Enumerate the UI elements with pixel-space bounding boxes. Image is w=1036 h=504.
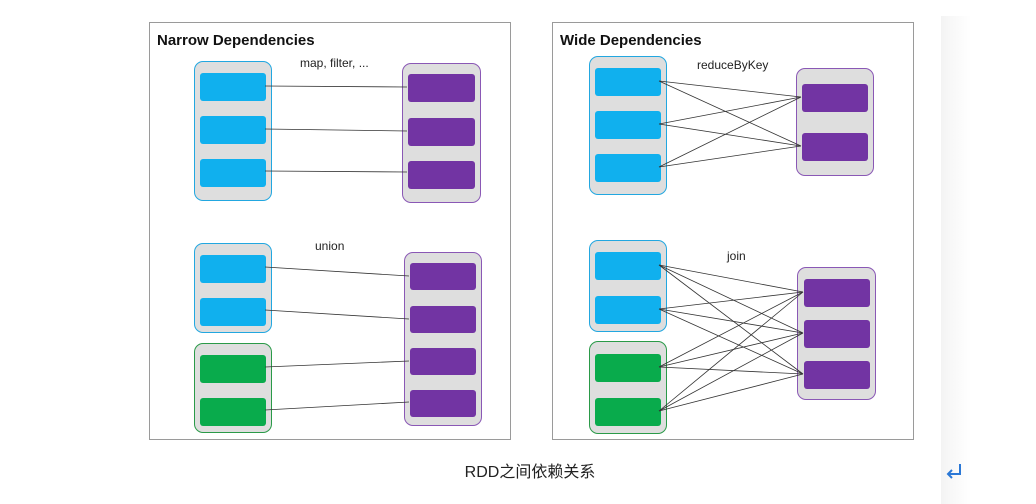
return-arrow-icon	[946, 464, 961, 479]
child-partition	[804, 320, 870, 348]
parent-rdd-join-2	[589, 341, 667, 434]
side-strip	[941, 16, 1036, 504]
child-partition	[802, 133, 868, 161]
parent-partition	[595, 154, 661, 182]
child-partition	[410, 306, 476, 333]
parent-partition	[200, 255, 266, 283]
operation-label-union: union	[315, 239, 345, 253]
child-partition	[408, 74, 475, 102]
parent-rdd-union-2	[194, 343, 272, 433]
child-rdd-union	[404, 252, 482, 426]
child-rdd-reducebykey	[796, 68, 874, 176]
child-rdd-join	[797, 267, 876, 400]
child-partition	[804, 279, 870, 307]
child-partition	[410, 390, 476, 417]
panel-title-narrow: Narrow Dependencies	[157, 32, 315, 49]
operation-label-join: join	[727, 249, 746, 263]
parent-rdd-join-1	[589, 240, 667, 332]
child-partition	[410, 263, 476, 290]
child-partition	[408, 161, 475, 189]
child-partition	[408, 118, 475, 146]
parent-partition	[200, 116, 266, 144]
parent-partition	[200, 73, 266, 101]
parent-rdd-map	[194, 61, 272, 201]
parent-partition	[595, 252, 661, 280]
operation-label-reducebykey: reduceByKey	[697, 58, 769, 72]
narrow-dependencies-panel: Narrow Dependencies map, filter, ... uni…	[149, 22, 511, 440]
parent-rdd-union-1	[194, 243, 272, 333]
second-parent-partition	[595, 398, 661, 426]
second-parent-partition	[200, 398, 266, 426]
parent-rdd-reducebykey	[589, 56, 667, 195]
panel-title-wide: Wide Dependencies	[560, 32, 702, 49]
child-rdd-map	[402, 63, 481, 203]
parent-partition	[595, 68, 661, 96]
parent-partition	[595, 111, 661, 139]
parent-partition	[200, 159, 266, 187]
operation-label-map-filter: map, filter, ...	[300, 56, 369, 70]
wide-dependencies-panel: Wide Dependencies reduceByKey join	[552, 22, 914, 440]
child-partition	[410, 348, 476, 375]
second-parent-partition	[595, 354, 661, 382]
second-parent-partition	[200, 355, 266, 383]
parent-partition	[200, 298, 266, 326]
child-partition	[802, 84, 868, 112]
figure-caption: RDD之间依赖关系	[464, 464, 596, 481]
child-partition	[804, 361, 870, 389]
parent-partition	[595, 296, 661, 324]
